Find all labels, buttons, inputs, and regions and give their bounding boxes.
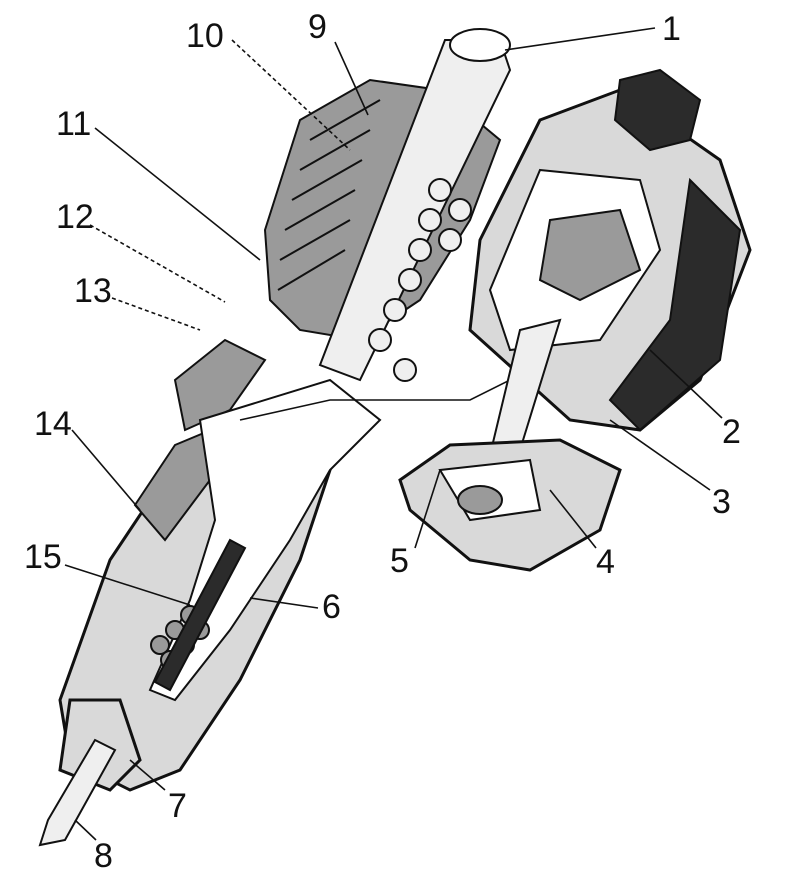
solenoid-housing [468,68,752,457]
label-4: 4 [596,543,615,581]
leader-lines [64,27,723,841]
needle-rod [153,538,247,692]
valve-cup [398,438,622,572]
label-10: 10 [186,17,224,55]
nozzle-tip [38,738,117,847]
label-15: 15 [24,538,62,576]
label-1: 1 [662,10,681,48]
label-8: 8 [94,837,113,875]
label-7: 7 [168,787,187,825]
label-13: 13 [74,272,112,310]
armature [538,208,642,302]
connector-terminal [613,68,702,152]
label-9: 9 [308,8,327,46]
label-11: 11 [56,105,91,143]
injector-body [38,338,511,847]
label-3: 3 [712,483,731,521]
plunger-spring [368,178,472,382]
holder-ring [173,338,267,432]
plunger-assembly [263,28,512,382]
label-6: 6 [322,588,341,626]
solenoid-dark-shell [608,177,742,432]
bellows-ribs [277,99,381,291]
callout-labels: 1 2 3 4 5 6 7 8 9 10 11 12 13 14 15 [24,8,741,875]
label-14: 14 [34,405,72,443]
label-12: 12 [56,198,94,236]
label-2: 2 [722,413,741,451]
label-5: 5 [390,542,409,580]
fuel-channel [239,379,511,421]
tube-end [449,28,511,62]
